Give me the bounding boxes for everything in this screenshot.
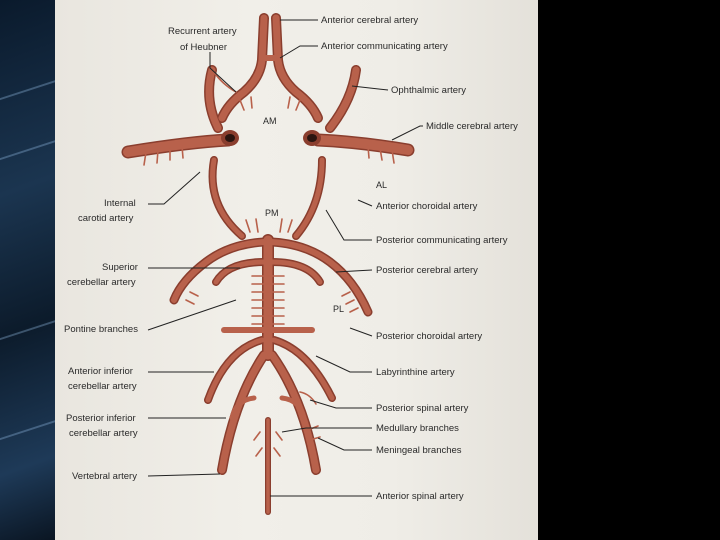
- region-pl: PL: [333, 304, 344, 314]
- label-posterior-cerebral: Posterior cerebral artery: [376, 265, 478, 276]
- label-posterior-choroidal: Posterior choroidal artery: [376, 331, 482, 342]
- label-superior-cerebellar-2: cerebellar artery: [67, 277, 136, 288]
- label-anterior-choroidal: Anterior choroidal artery: [376, 201, 478, 212]
- label-medullary: Medullary branches: [376, 423, 459, 434]
- label-aica-2: cerebellar artery: [68, 381, 137, 392]
- label-ophthalmic: Ophthalmic artery: [391, 85, 466, 96]
- label-recurrent-artery-2: of Heubner: [180, 42, 227, 53]
- label-internal-carotid-1: Internal: [104, 198, 136, 209]
- label-posterior-spinal: Posterior spinal artery: [376, 403, 469, 414]
- anterior-cerebral-right: [276, 18, 318, 118]
- label-meningeal: Meningeal branches: [376, 445, 462, 456]
- label-posterior-communicating: Posterior communicating artery: [376, 235, 508, 246]
- slide-background-right: [538, 0, 720, 540]
- label-vertebral: Vertebral artery: [72, 471, 137, 482]
- textbook-page: Recurrent artery of Heubner Anterior cer…: [55, 0, 538, 540]
- label-superior-cerebellar-1: Superior: [102, 262, 138, 273]
- label-anterior-communicating: Anterior communicating artery: [321, 41, 448, 52]
- label-internal-carotid-2: carotid artery: [78, 213, 134, 224]
- region-pm: PM: [265, 208, 279, 218]
- label-middle-cerebral: Middle cerebral artery: [426, 121, 518, 132]
- label-anterior-cerebral: Anterior cerebral artery: [321, 15, 418, 26]
- label-pontine: Pontine branches: [64, 324, 138, 335]
- pca-left: [174, 242, 264, 300]
- label-pica-2: cerebellar artery: [69, 428, 138, 439]
- slide-background-left: [0, 0, 55, 540]
- label-labyrinthine: Labyrinthine artery: [376, 367, 455, 378]
- circle-of-willis-diagram: Recurrent artery of Heubner Anterior cer…: [55, 0, 538, 540]
- label-anterior-spinal: Anterior spinal artery: [376, 491, 464, 502]
- label-recurrent-artery-1: Recurrent artery: [168, 26, 237, 37]
- region-am: AM: [263, 116, 277, 126]
- arteries: [128, 18, 408, 512]
- label-pica-1: Posterior inferior: [66, 413, 136, 424]
- label-aica-1: Anterior inferior: [68, 366, 133, 377]
- region-al: AL: [376, 180, 387, 190]
